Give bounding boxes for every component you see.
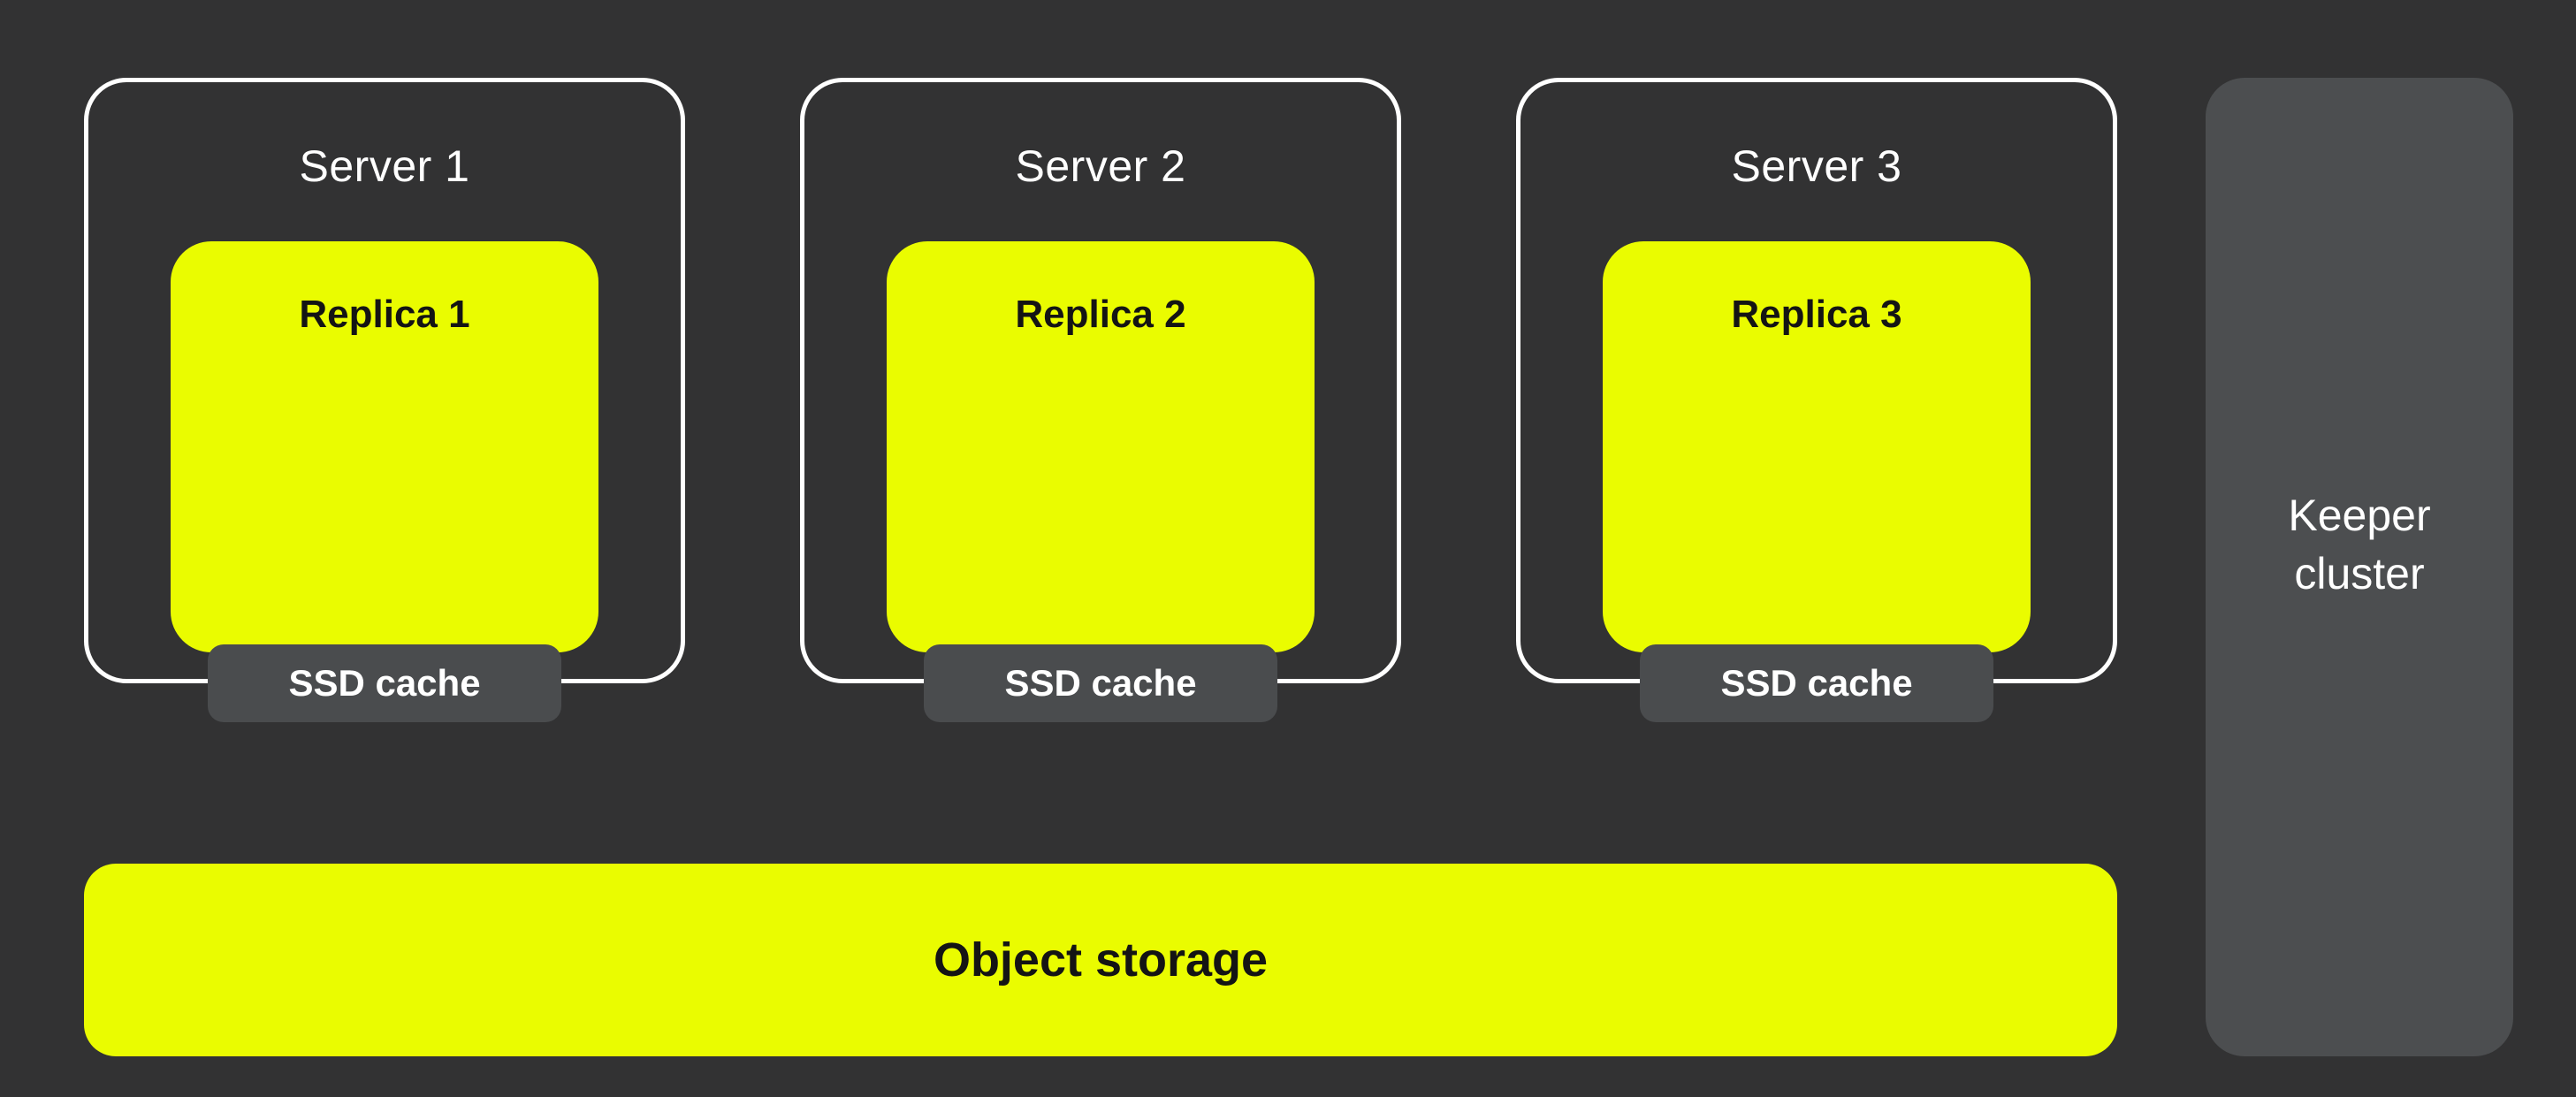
replica-1-box: Replica 1 [171, 241, 598, 652]
replica-2-box: Replica 2 [887, 241, 1315, 652]
replica-3-label: Replica 3 [1731, 293, 1902, 336]
object-storage-bar: Object storage [84, 864, 2117, 1056]
server-1-title: Server 1 [299, 141, 470, 191]
server-3-box: Server 3 Replica 3 SSD cache [1516, 78, 2117, 722]
keeper-cluster-box: Keeper cluster [2206, 78, 2513, 1056]
keeper-cluster-label-line2: cluster [2294, 548, 2425, 598]
server-2-title: Server 2 [1015, 141, 1186, 191]
object-storage-label: Object storage [933, 933, 1269, 987]
replica-1-label: Replica 1 [299, 293, 470, 336]
server-1-box: Server 1 Replica 1 SSD cache [84, 78, 685, 722]
ssd-cache-1-pill: SSD cache [208, 644, 561, 722]
keeper-cluster-label-line1: Keeper [2288, 490, 2431, 540]
ssd-cache-2-label: SSD cache [1004, 662, 1197, 704]
ssd-cache-1-label: SSD cache [288, 662, 481, 704]
replica-2-label: Replica 2 [1015, 293, 1186, 336]
ssd-cache-3-pill: SSD cache [1640, 644, 1993, 722]
server-2-box: Server 2 Replica 2 SSD cache [800, 78, 1401, 722]
ssd-cache-3-label: SSD cache [1720, 662, 1913, 704]
server-3-title: Server 3 [1731, 141, 1902, 191]
ssd-cache-2-pill: SSD cache [924, 644, 1277, 722]
keeper-cluster-label: Keeper cluster [2288, 486, 2430, 603]
replica-3-box: Replica 3 [1603, 241, 2031, 652]
